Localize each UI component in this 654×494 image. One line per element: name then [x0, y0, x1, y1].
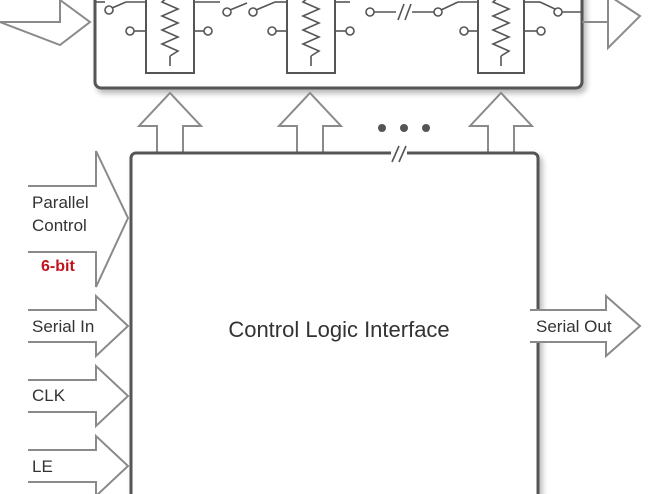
serial-out-label: Serial Out	[536, 317, 612, 336]
attenuator-block	[0, 0, 642, 90]
ellipsis-icon	[378, 124, 430, 132]
parallel-width-label: 6-bit	[41, 258, 75, 275]
control-arrows	[136, 91, 535, 152]
le-arrow	[28, 433, 130, 494]
clk-arrow	[28, 363, 130, 429]
control-arrow-1	[136, 91, 204, 152]
parallel-control-arrow	[28, 150, 130, 288]
clk-label: CLK	[32, 386, 66, 405]
parallel-control-label-line1: Parallel	[32, 193, 89, 212]
attenuator-stage-2	[276, 0, 346, 74]
signal-path	[95, 1, 582, 36]
serial-in-arrow	[28, 293, 130, 359]
le-label: LE	[32, 457, 53, 476]
control-logic-label: Control Logic Interface	[228, 317, 449, 342]
attenuator-stage-3	[468, 0, 537, 74]
control-arrow-2	[276, 91, 344, 152]
serial-out-arrow	[530, 293, 642, 359]
control-logic-block: Control Logic Interface	[129, 145, 540, 494]
control-arrow-3	[467, 91, 535, 152]
parallel-control-label-line2: Control	[32, 216, 87, 235]
attenuator-stage-1	[134, 0, 204, 74]
serial-in-label: Serial In	[32, 317, 94, 336]
rf-input-arrow	[0, 0, 92, 47]
rf-output-arrow	[582, 0, 642, 51]
